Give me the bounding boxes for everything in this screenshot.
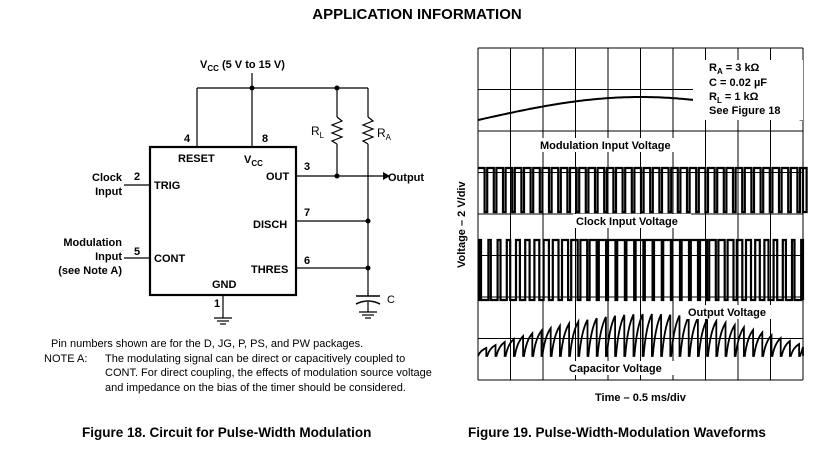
param-c: C = 0.02 µF (709, 77, 767, 89)
clock-input-label-line2: Input (95, 186, 122, 198)
vcc-pin-number: 8 (262, 133, 268, 145)
rl-resistor-label: RL (311, 124, 325, 140)
time-axis-label: Time – 0.5 ms/div (595, 392, 687, 404)
out-pin-number: 3 (304, 161, 310, 173)
gnd-pin-number: 1 (214, 298, 220, 310)
note-a-label: NOTE A: (44, 352, 88, 365)
pin-package-note: Pin numbers shown are for the D, JG, P, … (51, 338, 364, 350)
figure-18-caption: Figure 18. Circuit for Pulse-Width Modul… (82, 425, 372, 440)
capacitor-voltage-trace (477, 313, 804, 357)
output-label: Output (388, 172, 424, 184)
note-a-text: The modulating signal can be direct or c… (105, 352, 432, 394)
modulation-input-label-line2: Input (95, 251, 122, 263)
param-rl: RL = 1 kΩ (709, 91, 759, 105)
param-ra: RA = 3 kΩ (709, 62, 760, 76)
disch-pin-number: 7 (304, 207, 310, 219)
modulation-input-label-line3: (see Note A) (58, 265, 122, 277)
vcc-supply-label: VCC (5 V to 15 V) (200, 59, 285, 73)
circuit-notes: Pin numbers shown are for the D, JG, P, … (42, 337, 432, 395)
disch-pin-label: DISCH (253, 219, 287, 231)
cont-pin-number: 5 (134, 246, 140, 258)
trig-pin-number: 2 (134, 171, 140, 183)
clock-trace-label: Clock Input Voltage (576, 216, 678, 228)
voltage-axis-label: Voltage – 2 V/div (456, 181, 468, 268)
clock-input-trace (478, 166, 808, 214)
figure-19-caption: Figure 19. Pulse-Width-Modulation Wavefo… (468, 425, 766, 440)
modulation-trace-label: Modulation Input Voltage (540, 140, 671, 152)
page-heading: APPLICATION INFORMATION (312, 6, 522, 23)
capacitor-trace-label: Capacitor Voltage (569, 363, 662, 375)
trig-pin-label: TRIG (154, 180, 180, 192)
vcc-pin-label: VCC (244, 154, 263, 168)
reset-pin-label: RESET (178, 153, 215, 165)
parameter-box (693, 60, 803, 120)
cont-pin-label: CONT (154, 253, 185, 265)
thres-pin-number: 6 (304, 255, 310, 267)
pwm-waveform-scope: RA = 3 kΩ C = 0.02 µF RL = 1 kΩ See Figu… (456, 47, 808, 404)
ra-resistor-label: RA (377, 126, 392, 142)
gnd-pin-label: GND (212, 279, 237, 291)
thres-pin-label: THRES (251, 264, 288, 276)
out-pin-label: OUT (266, 171, 290, 183)
output-trace (478, 238, 805, 302)
pwm-circuit-diagram: VCC (5 V to 15 V) 4 8 RESET VCC 3 OUT 2 … (58, 59, 424, 325)
reset-pin-number: 4 (184, 133, 191, 145)
output-trace-label: Output Voltage (688, 307, 766, 319)
clock-input-label-line1: Clock (92, 172, 123, 184)
modulation-input-label-line1: Modulation (63, 237, 122, 249)
param-see: See Figure 18 (709, 105, 781, 117)
capacitor-label: C (387, 294, 395, 306)
